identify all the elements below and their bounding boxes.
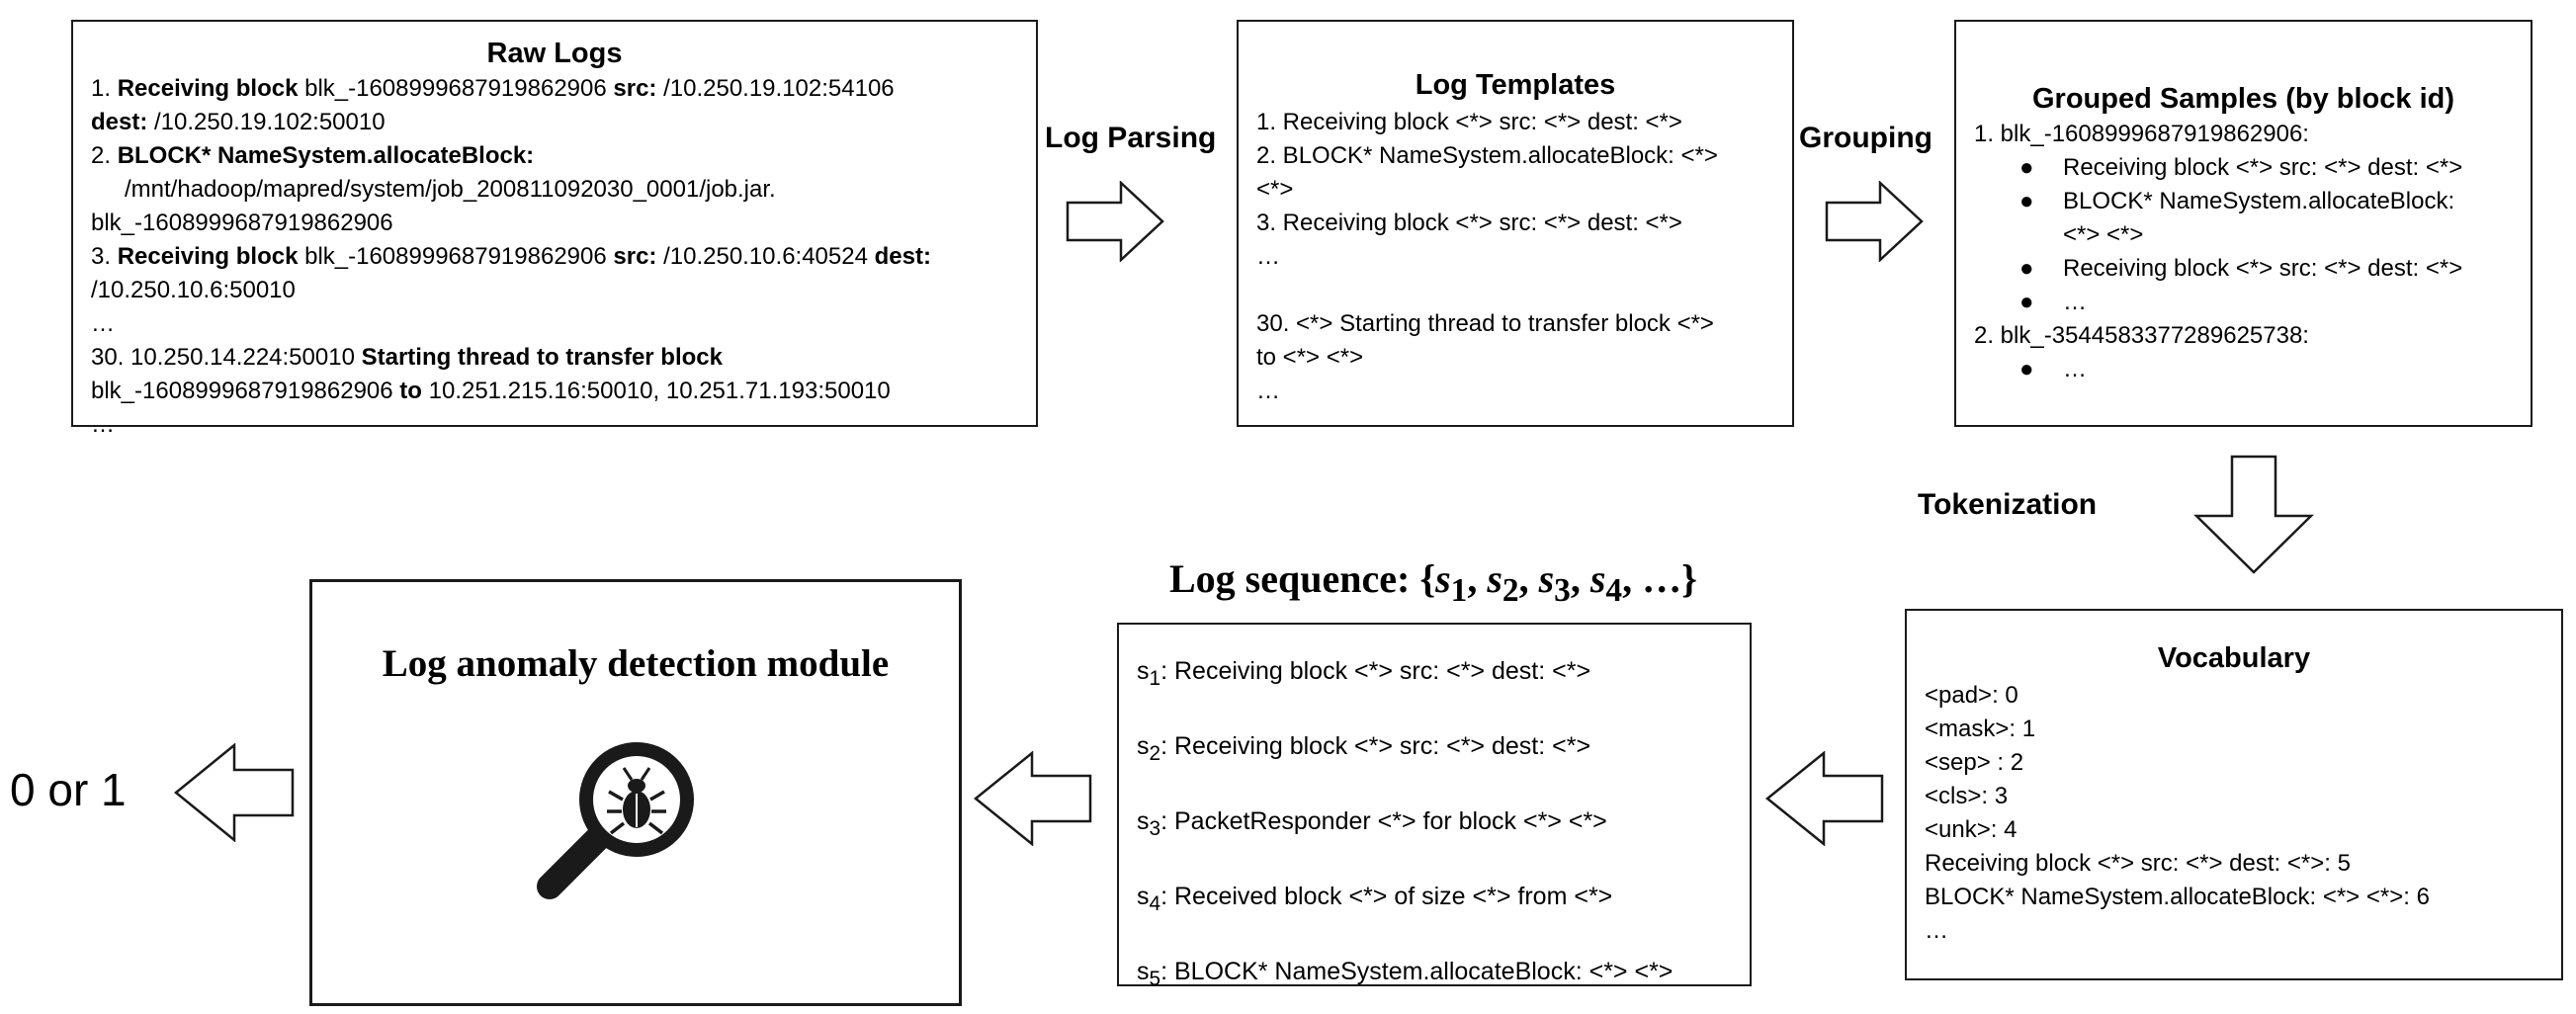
log-sequence-title: Log sequence: {s1, s2, s3, s4, …} bbox=[1169, 556, 1697, 609]
raw-log-line-3: 3. Receiving block blk_-1608999687919862… bbox=[91, 243, 931, 271]
template-line-1: 1. Receiving block <*> src: <*> dest: <*… bbox=[1256, 109, 1682, 136]
detector-title: Log anomaly detection module bbox=[382, 642, 890, 685]
vocab-entry: <unk>: 4 bbox=[1925, 816, 2018, 844]
vocab-entry: BLOCK* NameSystem.allocateBlock: <*> <*>… bbox=[1925, 884, 2430, 911]
group-2-header: 2. blk_-3544583377289625738: bbox=[1974, 322, 2309, 350]
raw-log-ellipsis-1: … bbox=[91, 310, 115, 338]
vocab-entry: <cls>: 3 bbox=[1925, 783, 2009, 810]
raw-log-line-2: 2. BLOCK* NameSystem.allocateBlock: bbox=[91, 142, 535, 170]
raw-log-line-30: 30. 10.250.14.224:50010 Starting thread … bbox=[91, 344, 723, 372]
sequence-item: s2: Receiving block <*> src: <*> dest: <… bbox=[1137, 732, 1591, 765]
arrow-right-icon bbox=[1825, 181, 1924, 262]
group-1-item-cont: <*> <*> bbox=[2063, 221, 2144, 249]
template-line-2b: <*> bbox=[1256, 176, 1294, 204]
vocab-entry: Receiving block <*> src: <*> dest: <*>: … bbox=[1925, 850, 2351, 878]
vocab-entry: <sep> : 2 bbox=[1925, 749, 2024, 777]
arrow-right-icon bbox=[1066, 181, 1164, 262]
grouped-samples-title: Grouped Samples (by block id) bbox=[2031, 83, 2454, 115]
group-1-item: ●Receiving block <*> src: <*> dest: <*> bbox=[2019, 255, 2463, 283]
group-2-item: ●… bbox=[2019, 356, 2087, 383]
sequence-item: s3: PacketResponder <*> for block <*> <*… bbox=[1137, 807, 1607, 840]
sequence-item: s1: Receiving block <*> src: <*> dest: <… bbox=[1137, 657, 1591, 690]
sequence-item: s4: Received block <*> of size <*> from … bbox=[1137, 883, 1613, 915]
raw-log-line-1: 1. Receiving block blk_-1608999687919862… bbox=[91, 75, 895, 103]
template-ellipsis-1: … bbox=[1256, 243, 1280, 271]
arrow-left-icon bbox=[1765, 751, 1884, 846]
raw-log-line-3b: /10.250.10.6:50010 bbox=[91, 277, 296, 304]
arrow-left-icon bbox=[174, 743, 295, 842]
group-1-header: 1. blk_-1608999687919862906: bbox=[1974, 121, 2309, 148]
output-label: 0 or 1 bbox=[10, 764, 127, 815]
template-blank bbox=[1256, 274, 1792, 307]
log-parsing-label: Log Parsing bbox=[1045, 122, 1217, 154]
raw-logs-box: Raw Logs 1. Receiving block blk_-1608999… bbox=[71, 20, 1038, 438]
vocab-entry: <pad>: 0 bbox=[1925, 682, 2018, 710]
vocabulary-title: Vocabulary bbox=[2157, 642, 2311, 674]
vocabulary-box: Vocabulary <pad>: 0 <mask>: 1 <sep> : 2 … bbox=[1905, 609, 2563, 980]
group-1-item: ●… bbox=[2019, 289, 2087, 316]
seq-title-item: s3 bbox=[1538, 556, 1571, 609]
log-sequence-box: s1: Receiving block <*> src: <*> dest: <… bbox=[1117, 623, 1752, 990]
seq-title-item: s2 bbox=[1487, 556, 1519, 609]
arrow-down-icon bbox=[2193, 455, 2314, 574]
log-templates-box: Log Templates 1. Receiving block <*> src… bbox=[1237, 20, 1794, 427]
raw-log-line-2c: blk_-1608999687919862906 bbox=[91, 210, 393, 237]
template-line-2: 2. BLOCK* NameSystem.allocateBlock: <*> bbox=[1256, 142, 1718, 170]
log-templates-title: Log Templates bbox=[1415, 69, 1616, 101]
anomaly-detector-box: Log anomaly detection module bbox=[309, 579, 962, 1006]
seq-title-item: s4 bbox=[1589, 556, 1623, 609]
raw-log-ellipsis-2: … bbox=[91, 411, 115, 439]
arrow-left-icon bbox=[974, 751, 1092, 846]
raw-log-line-2b: /mnt/hadoop/mapred/system/job_2008110920… bbox=[125, 176, 776, 204]
template-line-3: 3. Receiving block <*> src: <*> dest: <*… bbox=[1256, 210, 1682, 237]
tokenization-label: Tokenization bbox=[1918, 488, 2098, 521]
seq-title-item: s1 bbox=[1435, 556, 1468, 609]
template-line-30: 30. <*> Starting thread to transfer bloc… bbox=[1256, 310, 1714, 338]
group-1-item: ●BLOCK* NameSystem.allocateBlock: bbox=[2019, 188, 2455, 215]
raw-log-line-1b: dest: /10.250.19.102:50010 bbox=[91, 109, 386, 136]
template-line-30b: to <*> <*> bbox=[1256, 344, 1364, 372]
raw-logs-title: Raw Logs bbox=[486, 38, 623, 69]
grouping-label: Grouping bbox=[1799, 122, 1932, 154]
raw-log-line-30b: blk_-1608999687919862906 to 10.251.215.1… bbox=[91, 378, 891, 405]
grouped-samples-box: Grouped Samples (by block id) 1. blk_-16… bbox=[1954, 20, 2533, 427]
template-ellipsis-2: … bbox=[1256, 378, 1280, 405]
bug-magnifier-icon bbox=[537, 742, 694, 899]
group-1-item: ●Receiving block <*> src: <*> dest: <*> bbox=[2019, 154, 2463, 182]
sequence-item: s5: BLOCK* NameSystem.allocateBlock: <*>… bbox=[1137, 958, 1674, 990]
vocab-entry: <mask>: 1 bbox=[1925, 716, 2036, 743]
vocab-entry: … bbox=[1925, 917, 1948, 945]
